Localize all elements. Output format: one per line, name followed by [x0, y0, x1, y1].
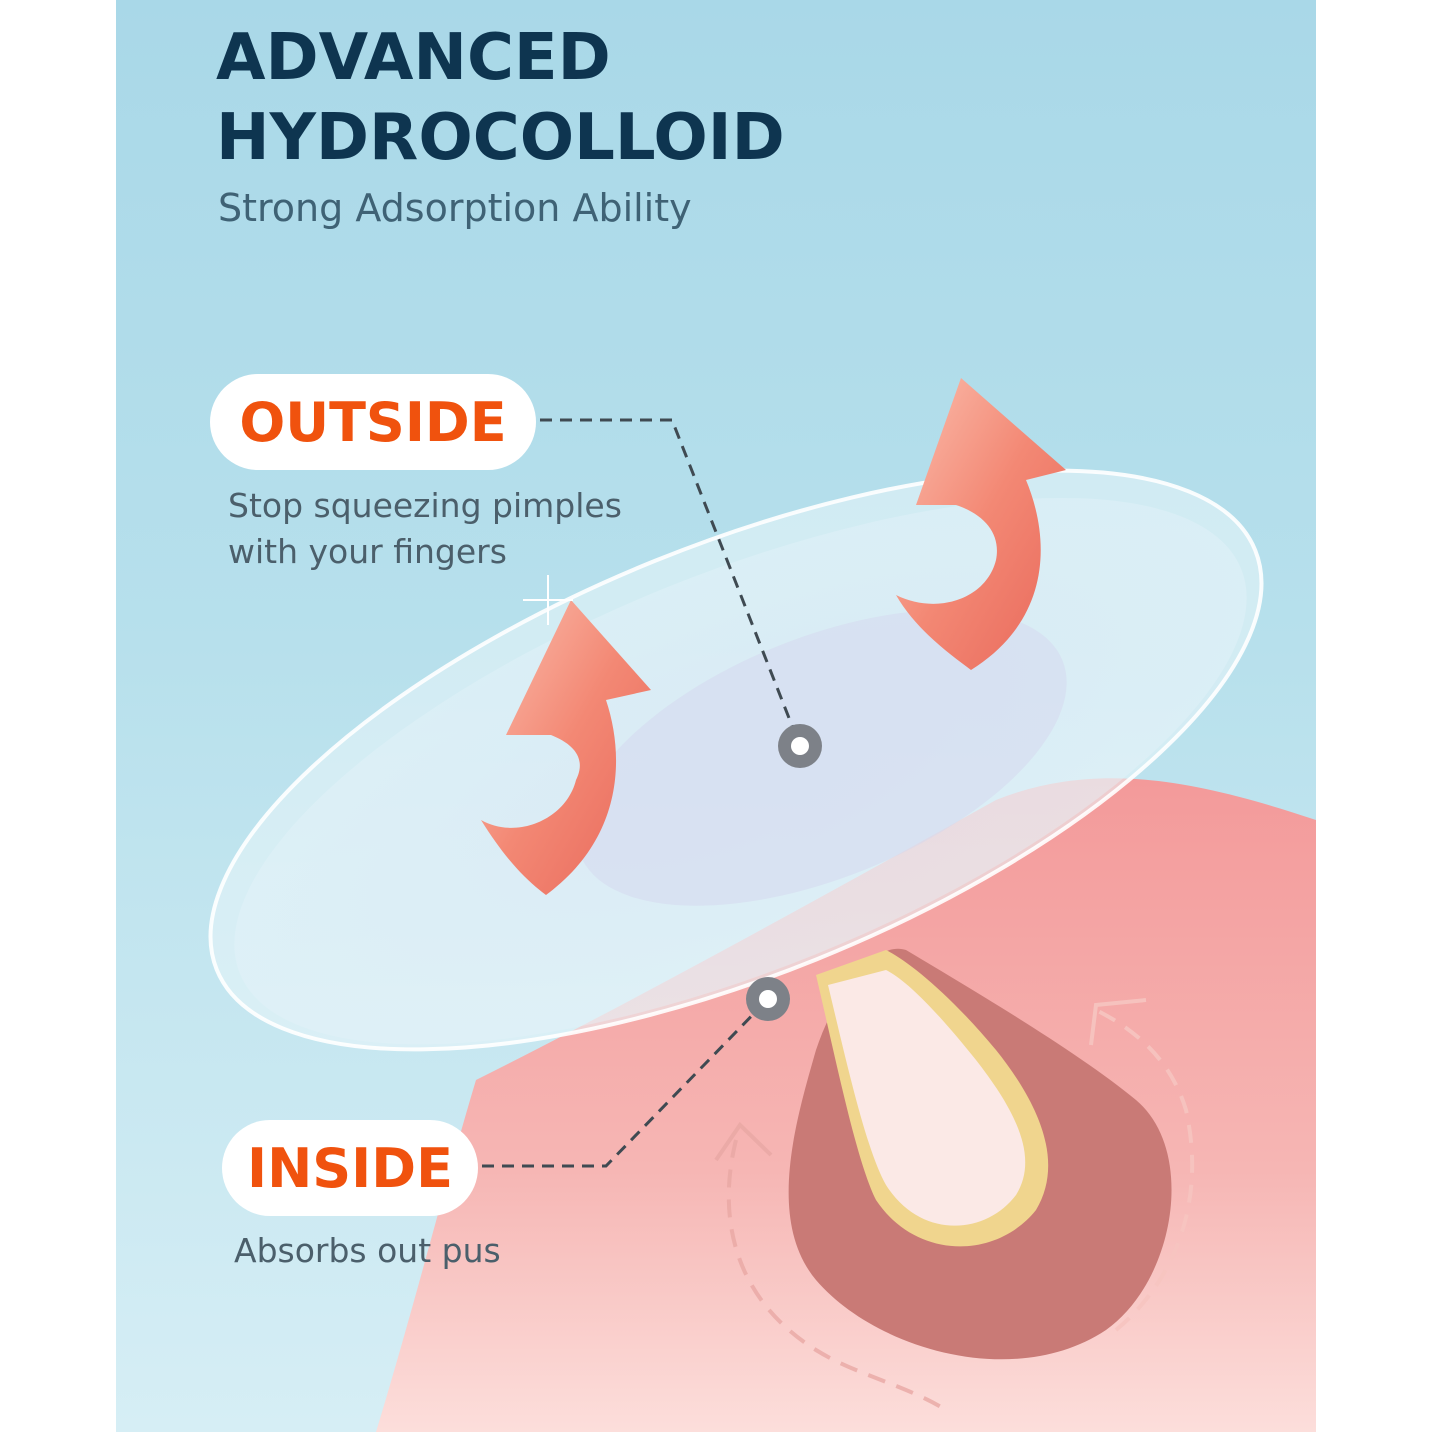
inside-leader-line [482, 997, 770, 1168]
illustration [208, 378, 1316, 1432]
curved-arrow-right [896, 378, 1066, 670]
absorb-path-left [726, 1139, 948, 1412]
inside-label-badge: INSIDE [222, 1120, 478, 1216]
outside-description: Stop squeezing pimples with your fingers [228, 483, 698, 575]
curved-arrow-left [481, 600, 651, 895]
outside-description-line-1: Stop squeezing pimples [228, 486, 622, 525]
inside-marker [746, 977, 790, 1021]
absorb-path-right [1095, 1008, 1195, 1332]
title-line-2: HYDROCOLLOID [216, 101, 785, 175]
title-line-1: ADVANCED [216, 21, 611, 95]
outside-leader-line [540, 418, 802, 747]
infographic-panel: ADVANCED HYDROCOLLOID Strong Adsorption … [116, 0, 1316, 1432]
outside-label-badge: OUTSIDE [210, 374, 536, 470]
sparkle-icon [523, 575, 573, 625]
outside-description-line-2: with your fingers [228, 532, 507, 571]
page-subtitle: Strong Adsorption Ability [218, 186, 692, 230]
inside-description: Absorbs out pus [234, 1231, 501, 1270]
page-title: ADVANCED HYDROCOLLOID [216, 18, 785, 178]
outside-marker [778, 724, 822, 768]
